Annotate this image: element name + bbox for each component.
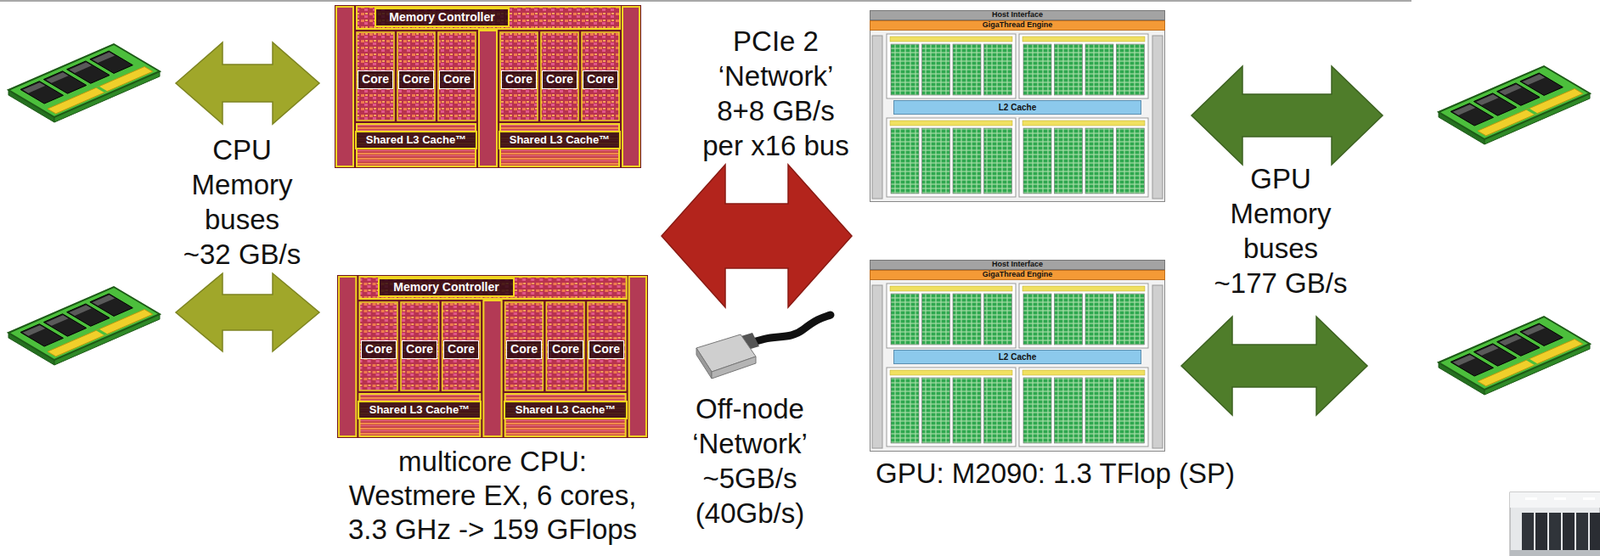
- cpu-die: Memory ControllerCore Core Core Core Core Cor…: [334, 5, 642, 169]
- gpu-die-art: [870, 260, 1166, 452]
- box-label: Core: [405, 343, 434, 356]
- box-label: GigaThread Engine: [982, 270, 1054, 280]
- core-box: Core: [506, 340, 542, 360]
- cpu-die-art: [337, 275, 648, 439]
- gpu-die: GPU: M2090: 1.3 TFlop (SP)Host Interface…: [869, 259, 1166, 452]
- box-label: Core: [365, 343, 393, 356]
- pcie-arrow: [661, 164, 852, 308]
- box-label: Core: [402, 73, 430, 86]
- box-label: Core: [510, 343, 538, 356]
- core-box: Core: [588, 340, 625, 360]
- core-box: Core: [357, 70, 394, 90]
- core-box: Core: [582, 70, 619, 90]
- core-box: Core: [401, 340, 438, 360]
- memory-bus-arrow: [175, 273, 320, 352]
- box-label: Core: [586, 73, 615, 86]
- server-room-photo: [1509, 492, 1600, 556]
- network-cable: [696, 315, 831, 379]
- gigathread-engine-bar: GigaThread Engine: [869, 20, 1166, 31]
- die-caption: multicore CPU: Westmere EX, 6 cores, 3.3…: [339, 445, 646, 547]
- gigathread-engine-bar: GigaThread Engine: [869, 270, 1166, 281]
- box-label: Shared L3 Cache™: [509, 134, 611, 147]
- box-label: Host Interface: [991, 260, 1043, 270]
- box-label: Shared L3 Cache™: [369, 404, 471, 417]
- box-label: Core: [361, 73, 389, 86]
- l3-cache-box: Shared L3 Cache™: [354, 130, 478, 150]
- box-label: Core: [552, 343, 580, 356]
- cpu-die: multicore CPU: Westmere EX, 6 cores, 3.3…: [337, 275, 648, 439]
- top-rule: [0, 0, 1412, 2]
- box-label: Shared L3 Cache™: [515, 404, 617, 417]
- memory-bus-arrow: [175, 42, 320, 124]
- box-label: Memory Controller: [393, 281, 499, 294]
- l3-cache-box: Shared L3 Cache™: [503, 400, 628, 420]
- box-label: Host Interface: [991, 11, 1043, 20]
- memory-module: [1438, 66, 1590, 145]
- box-label: Core: [447, 343, 475, 356]
- gpu-die: Host InterfaceGigaThread Engine L2 Cache: [869, 10, 1166, 203]
- box-label: L2 Cache: [998, 102, 1037, 113]
- core-box: Core: [398, 70, 434, 90]
- box-label: L2 Cache: [998, 352, 1037, 362]
- cpu-die-art: [334, 5, 642, 169]
- l3-cache-box: Shared L3 Cache™: [357, 400, 482, 420]
- box-label: Core: [443, 73, 471, 86]
- bus-label: GPU Memory buses ~177 GB/s: [1211, 161, 1351, 301]
- gpu-die-art: [870, 11, 1166, 203]
- box-label: Memory Controller: [388, 11, 495, 24]
- memory-module: [8, 44, 160, 123]
- l2-cache-bar: L2 Cache: [893, 349, 1142, 365]
- core-box: Core: [541, 70, 578, 90]
- core-box: Core: [360, 340, 397, 360]
- l2-cache-bar: L2 Cache: [893, 100, 1142, 115]
- memory-bus-arrow: [1191, 66, 1383, 165]
- host-interface-bar: Host Interface: [869, 10, 1166, 21]
- bus-label: Off-node ‘Network’ ~5GB/s (40Gb/s): [686, 391, 814, 531]
- memory-module: [8, 287, 160, 366]
- core-box: Core: [501, 70, 537, 90]
- memory-module: [1438, 316, 1590, 395]
- box-label: GigaThread Engine: [982, 21, 1054, 30]
- bus-label: CPU Memory buses ~32 GB/s: [180, 132, 305, 272]
- l3-cache-box: Shared L3 Cache™: [498, 130, 621, 150]
- host-interface-bar: Host Interface: [869, 259, 1166, 271]
- memory-controller-box: Memory Controller: [374, 7, 510, 28]
- box-label: Core: [505, 73, 533, 86]
- box-label: Core: [592, 343, 620, 356]
- box-label: Core: [546, 73, 574, 86]
- die-caption: GPU: M2090: 1.3 TFlop (SP): [875, 456, 1235, 491]
- core-box: Core: [439, 70, 475, 90]
- memory-controller-box: Memory Controller: [377, 277, 515, 298]
- core-box: Core: [547, 340, 584, 360]
- memory-bus-arrow: [1181, 316, 1368, 416]
- box-label: Shared L3 Cache™: [366, 134, 468, 147]
- core-box: Core: [443, 340, 479, 360]
- bus-label: PCIe 2 ‘Network’ 8+8 GB/s per x16 bus: [698, 23, 854, 164]
